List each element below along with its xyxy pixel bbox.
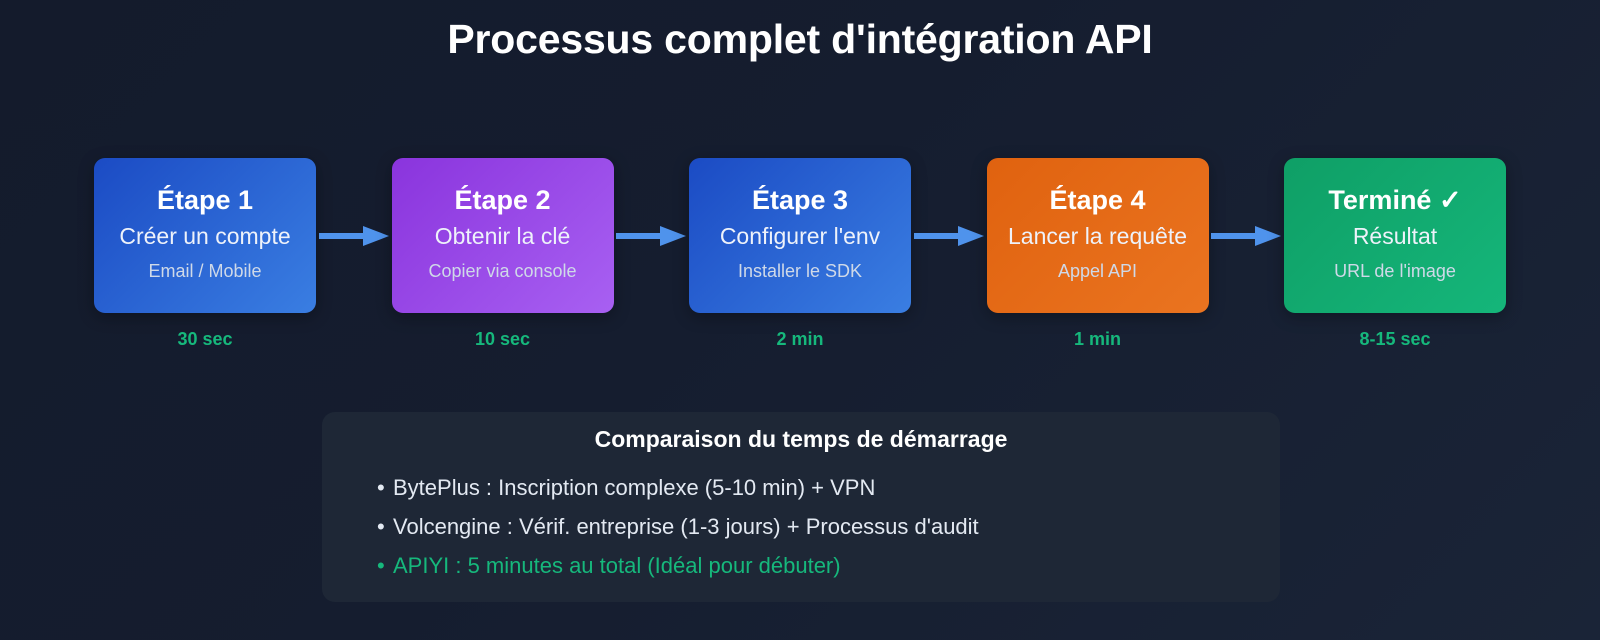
step-duration: 10 sec [474,329,531,349]
comparison-item-text: APIYI : 5 minutes au total (Idéal pour d… [393,553,841,578]
comparison-panel: Comparaison du temps de démarrage • ByteP… [322,412,1280,602]
bullet-icon: • [377,514,385,539]
step-subtitle: Installer le SDK [737,260,863,281]
step-description: Créer un compte [119,223,291,250]
step-subtitle: Appel API [1057,260,1138,281]
step-description: Résultat [1352,223,1438,250]
comparison-item-text: Volcengine : Vérif. entreprise (1-3 jour… [393,514,979,539]
step-duration: 8-15 sec [1359,329,1431,349]
step-description: Obtenir la clé [434,223,571,250]
step-subtitle: Copier via console [428,260,577,281]
step-duration: 30 sec [177,329,233,349]
step-title: Terminé ✓ [1328,184,1462,215]
bullet-icon: • [377,553,385,578]
comparison-title: Comparaison du temps de démarrage [594,426,1008,452]
step-duration: 1 min [1073,329,1121,349]
step-description: Lancer la requête [1007,223,1187,250]
step-title: Étape 1 [156,184,254,215]
step-title: Étape 2 [454,184,551,215]
comparison-list: • BytePlus : Inscription complexe (5-10 m… [322,468,1280,585]
page-title: Processus complet d'intégration API [447,16,1153,62]
comparison-item: • Volcengine : Vérif. entreprise (1-3 jou… [377,507,1280,546]
step-duration: 2 min [776,329,824,349]
comparison-item-text: BytePlus : Inscription complexe (5-10 mi… [393,475,876,500]
step-title: Étape 3 [751,184,849,215]
bullet-icon: • [377,475,385,500]
flow-arrow-icon [1209,158,1284,313]
comparison-item: • APIYI : 5 minutes au total (Idéal pour … [377,546,1280,585]
flow-arrow-icon [911,158,986,313]
step-title: Étape 4 [1049,184,1146,215]
flow-arrow-icon [316,158,391,313]
step-subtitle: Email / Mobile [148,260,262,281]
step-description: Configurer l'env [719,223,881,250]
comparison-item: • BytePlus : Inscription complexe (5-10 m… [377,468,1280,507]
flow-arrow-icon [614,158,689,313]
step-subtitle: URL de l'image [1334,260,1456,281]
